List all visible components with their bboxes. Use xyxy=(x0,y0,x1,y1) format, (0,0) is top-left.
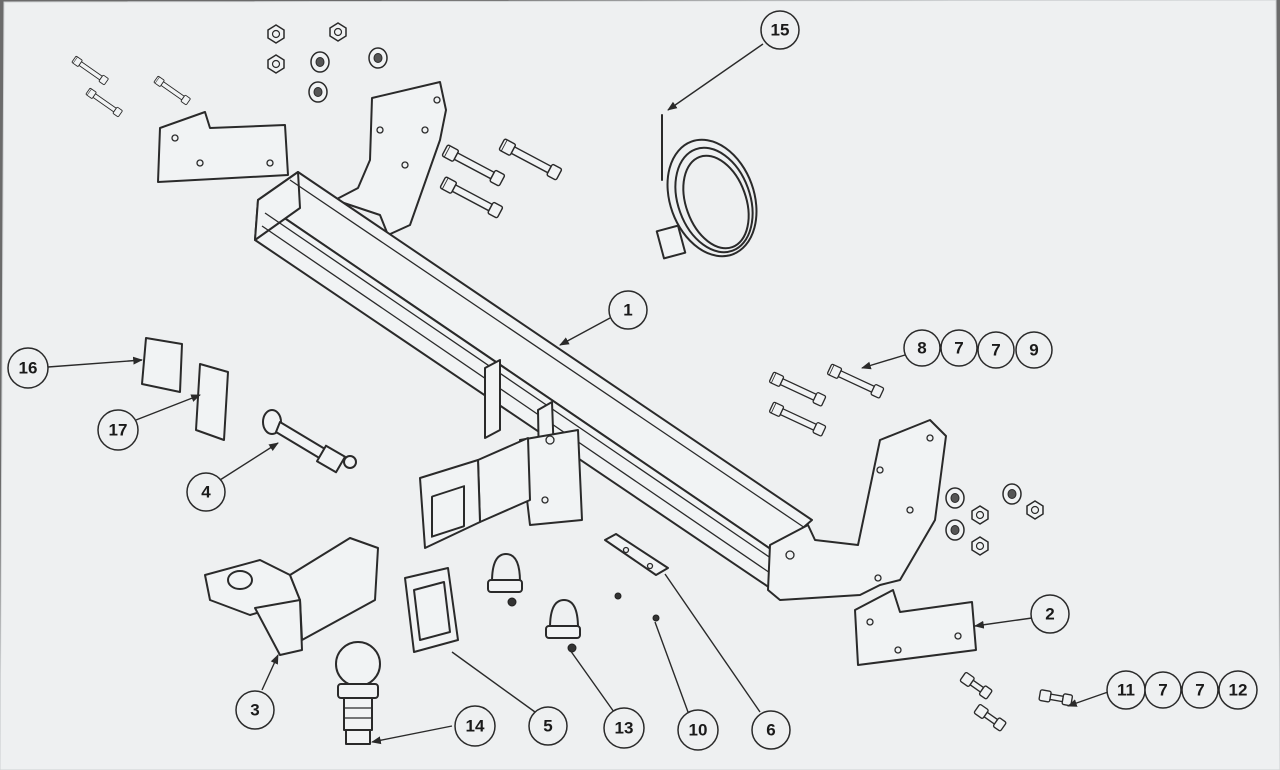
svg-text:16: 16 xyxy=(19,359,38,378)
svg-text:4: 4 xyxy=(201,483,211,502)
callout-2: 2 xyxy=(1030,594,1070,634)
svg-text:11: 11 xyxy=(1117,681,1135,700)
svg-text:7: 7 xyxy=(991,341,1000,360)
callout-5: 5 xyxy=(528,706,568,746)
wiring-coil xyxy=(655,114,758,260)
svg-text:6: 6 xyxy=(766,721,775,740)
svg-text:13: 13 xyxy=(615,719,634,738)
ball-mount xyxy=(204,537,379,656)
callout-4: 4 xyxy=(186,472,226,512)
shackle-pair xyxy=(487,553,581,653)
svg-text:10: 10 xyxy=(689,721,708,740)
callout-17: 17 xyxy=(97,409,139,451)
callout-3: 3 xyxy=(235,690,275,730)
callout-group-8-7-7-9: 8 7 7 9 xyxy=(903,329,1053,369)
callout-1: 1 xyxy=(608,290,648,330)
svg-text:3: 3 xyxy=(250,701,259,720)
decal-16 xyxy=(141,337,183,393)
receiver-cover xyxy=(404,567,459,653)
callout-16: 16 xyxy=(7,347,49,389)
callout-14: 14 xyxy=(454,705,496,747)
leader-lines xyxy=(47,43,1109,745)
svg-text:7: 7 xyxy=(1195,681,1204,700)
receiver-assembly xyxy=(419,359,583,549)
side-plate-right xyxy=(854,589,977,666)
tow-ball xyxy=(335,641,381,745)
mount-bracket-right xyxy=(767,419,947,601)
svg-text:12: 12 xyxy=(1229,681,1248,700)
callout-13: 13 xyxy=(603,707,645,749)
callout-group-11-7-7-12: 11 7 7 12 xyxy=(1106,670,1258,710)
side-plate-top-left xyxy=(157,111,289,183)
callout-6: 6 xyxy=(751,710,791,750)
callout-10: 10 xyxy=(677,709,719,751)
svg-text:7: 7 xyxy=(954,339,963,358)
connector-bracket xyxy=(604,533,669,576)
svg-text:17: 17 xyxy=(109,421,128,440)
svg-text:14: 14 xyxy=(466,717,485,736)
callout-15: 15 xyxy=(760,10,800,50)
small-nuts xyxy=(614,592,660,622)
svg-text:7: 7 xyxy=(1158,681,1167,700)
svg-text:1: 1 xyxy=(623,301,632,320)
hitch-pin xyxy=(262,409,357,474)
svg-text:15: 15 xyxy=(771,21,790,40)
decal-17 xyxy=(195,363,229,441)
crossbar-tube xyxy=(254,171,813,589)
svg-text:8: 8 xyxy=(917,339,926,358)
svg-text:9: 9 xyxy=(1029,341,1038,360)
svg-text:5: 5 xyxy=(543,717,552,736)
svg-text:2: 2 xyxy=(1045,605,1054,624)
